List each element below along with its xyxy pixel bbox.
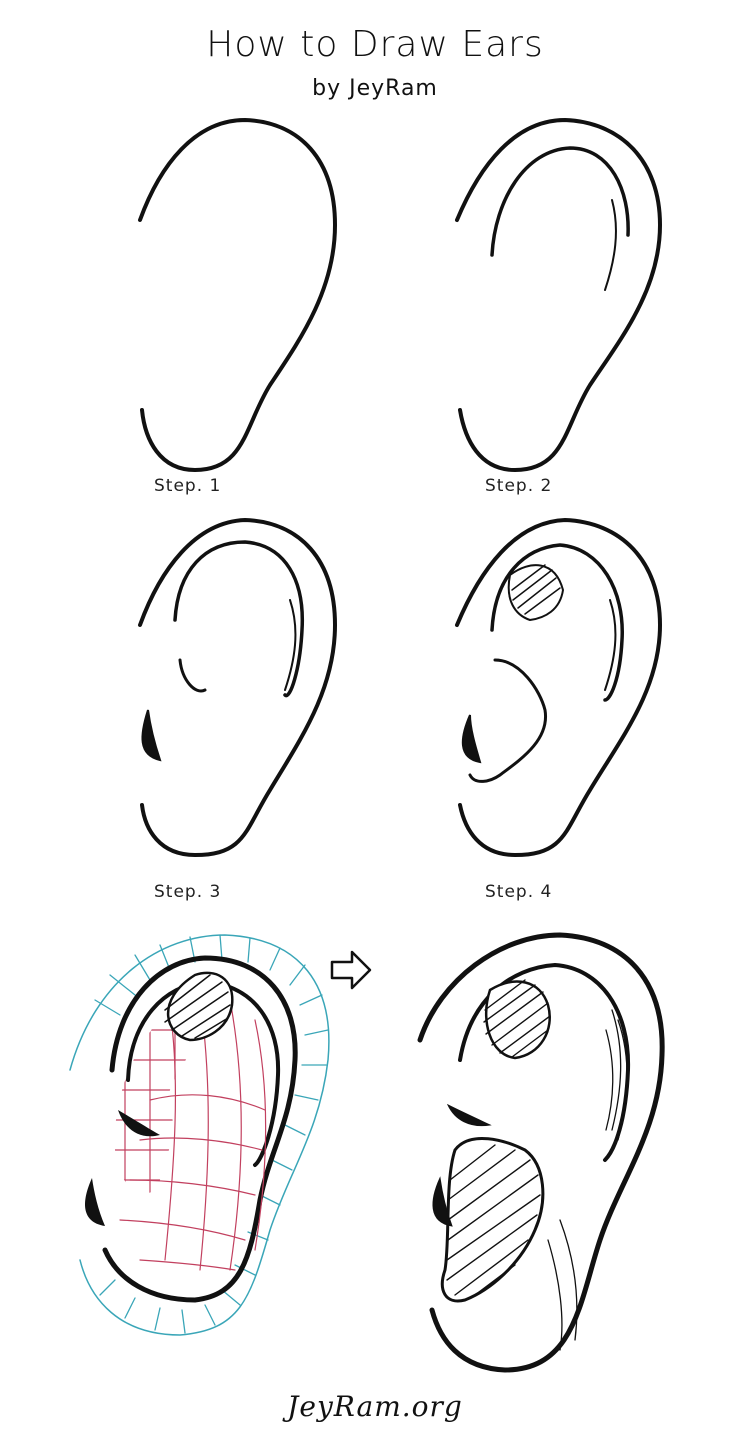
- page-subtitle: by JeyRam: [312, 76, 438, 101]
- step-1-label: Step. 1: [154, 476, 222, 496]
- step-4-label: Step. 4: [485, 882, 553, 902]
- step-4-ear: [455, 517, 663, 858]
- step-3-label: Step. 3: [154, 882, 222, 902]
- step-1-ear: [138, 117, 338, 473]
- arrow-right-icon: [330, 950, 372, 990]
- step-2-ear: [455, 117, 663, 473]
- shaded-ear: [417, 932, 665, 1373]
- site-signature: JeyRam.org: [287, 1390, 463, 1423]
- page-title: How to Draw Ears: [206, 24, 544, 65]
- step-2-label: Step. 2: [485, 476, 553, 496]
- grid-ear: [69, 934, 330, 1336]
- step-3-ear: [138, 517, 338, 858]
